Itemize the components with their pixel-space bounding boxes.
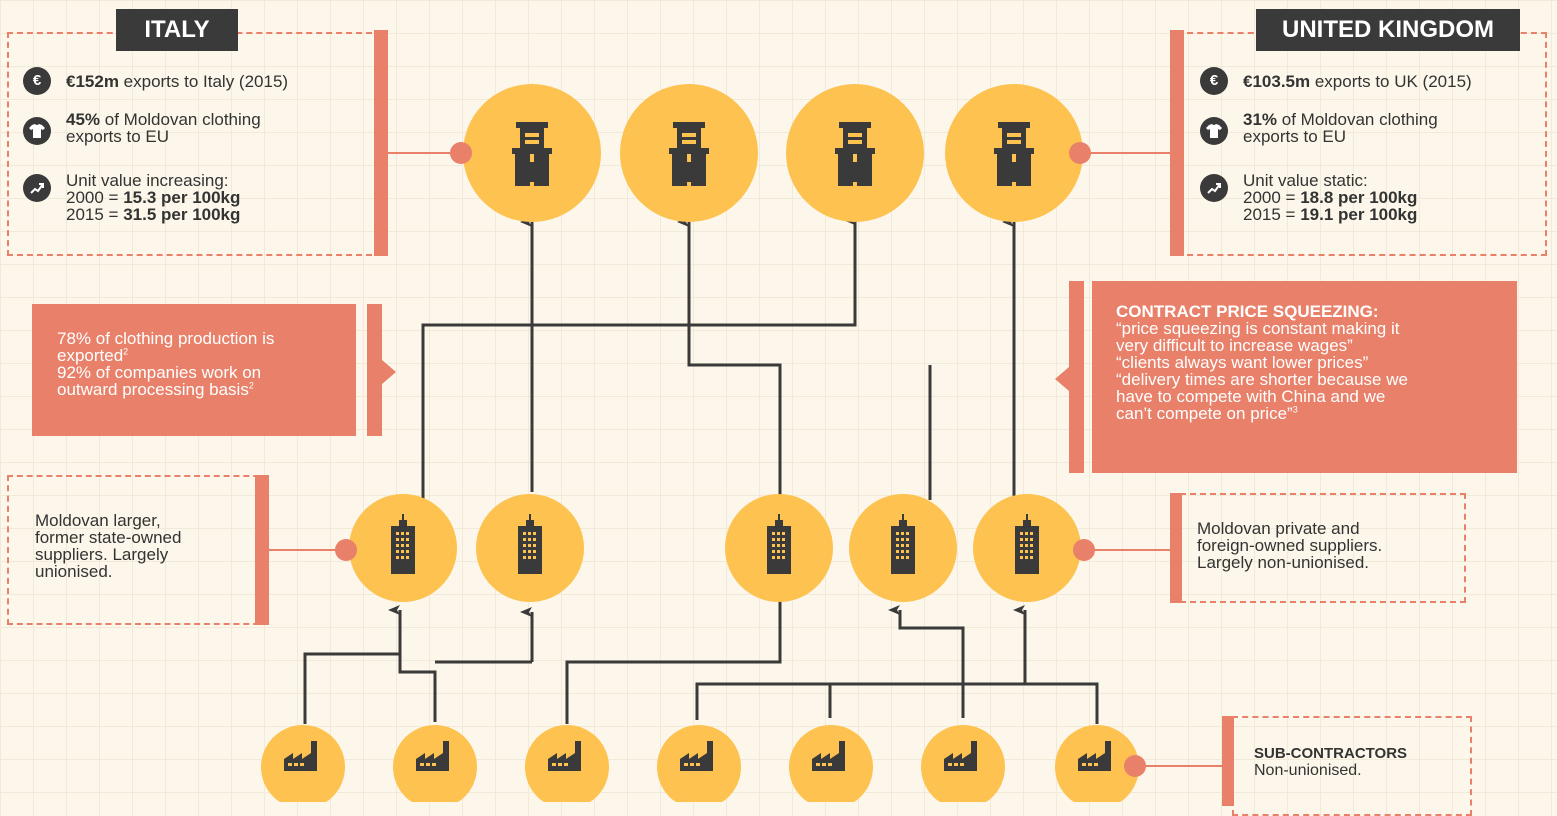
large-suppliers-connector-dot	[335, 539, 357, 561]
subcontractors-connector	[1140, 765, 1224, 767]
price-squeeze-note: CONTRACT PRICE SQUEEZING: “price squeezi…	[1092, 281, 1517, 473]
uk-header: UNITED KINGDOM	[1256, 9, 1520, 51]
subcontractors-connector-dot	[1124, 755, 1146, 777]
flow-line	[695, 682, 1099, 724]
pointer-right	[382, 360, 396, 384]
production-note: 78% of clothing production is exported2 …	[32, 304, 356, 436]
large-suppliers-connector	[269, 549, 343, 551]
large-suppliers-bar	[255, 475, 269, 625]
italy-unit-value: Unit value increasing: 2000 = 15.3 per 1…	[66, 171, 241, 224]
supplier-node	[973, 494, 1081, 602]
production-note-bar	[367, 304, 382, 436]
uk-panel-bar	[1170, 30, 1184, 256]
shirt-icon	[1200, 117, 1228, 145]
flow-line	[565, 596, 782, 724]
buyer-node	[620, 84, 758, 222]
flow-line	[398, 610, 437, 722]
subcontractors-text: SUB-CONTRACTORS Non-unionised.	[1254, 745, 1408, 779]
italy-connector-dot	[450, 142, 472, 164]
italy-connector	[388, 152, 460, 154]
flow-line	[898, 610, 965, 718]
italy-exports: €152m exports to Italy (2015)	[66, 72, 289, 91]
italy-panel-bar	[374, 30, 388, 256]
buyer-node	[945, 84, 1083, 222]
private-suppliers-text: Moldovan private and foreign-owned suppl…	[1197, 519, 1383, 572]
flow-line	[677, 217, 782, 500]
subcontractor-node	[921, 725, 1005, 802]
italy-header: ITALY	[116, 9, 238, 51]
italy-share: 45% of Moldovan clothing exports to EU	[66, 110, 261, 146]
supplier-node	[849, 494, 957, 602]
shirt-icon	[23, 117, 51, 145]
subcontractor-node	[393, 725, 477, 802]
uk-exports: €103.5m exports to UK (2015)	[1243, 72, 1472, 91]
subcontractors-bar	[1222, 716, 1234, 806]
subcontractor-node	[261, 725, 345, 802]
subcontractor-node	[789, 725, 873, 802]
uk-share: 31% of Moldovan clothing exports to EU	[1243, 110, 1438, 146]
subcontractor-node	[525, 725, 609, 802]
flow-line	[421, 215, 857, 500]
private-suppliers-connector	[1088, 549, 1172, 551]
uk-connector-dot	[1069, 142, 1091, 164]
supplier-node	[725, 494, 833, 602]
buyer-node	[463, 84, 601, 222]
subcontractor-node	[1055, 725, 1139, 802]
uk-unit-value: Unit value static: 2000 = 18.8 per 100kg…	[1243, 171, 1418, 224]
euro-icon: €	[23, 67, 51, 95]
supplier-node	[476, 494, 584, 602]
price-squeeze-bar	[1069, 281, 1084, 473]
buyer-node	[786, 84, 924, 222]
trend-up-icon	[1200, 174, 1228, 202]
subcontractor-node	[657, 725, 741, 802]
trend-up-icon	[23, 174, 51, 202]
private-suppliers-bar	[1170, 493, 1182, 603]
uk-connector	[1082, 152, 1172, 154]
flow-line	[303, 652, 400, 724]
euro-icon: €	[1200, 67, 1228, 95]
pointer-left	[1055, 367, 1069, 391]
large-suppliers-text: Moldovan larger, former state-owned supp…	[35, 511, 182, 581]
private-suppliers-connector-dot	[1073, 539, 1095, 561]
supplier-node	[349, 494, 457, 602]
